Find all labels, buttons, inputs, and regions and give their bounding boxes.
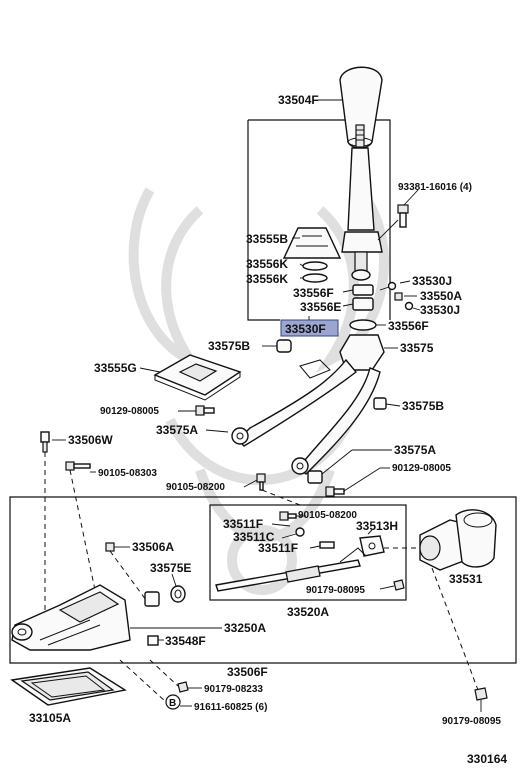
label-bolt-a: 33506A: [132, 540, 174, 554]
label-nut-08233: 90179-08233: [204, 684, 263, 695]
label-gasket-105a: 33105A: [29, 711, 71, 725]
shaft-subframe: [209, 504, 407, 601]
bushing-33575b-left: [276, 339, 292, 353]
nut-33530j-lower: [404, 301, 414, 311]
label-bushing-b-right: 33575B: [402, 399, 444, 413]
cover-33548f: [147, 635, 159, 646]
label-bushing-a-left: 33575A: [156, 423, 198, 437]
bolt-90105-08303: [65, 461, 91, 471]
label-knob: 33504F: [278, 93, 319, 107]
boot-33555b: [282, 227, 342, 259]
shift-shaft-33520a: [215, 547, 367, 592]
label-bolt-60825: 91611-60825 (6): [194, 702, 267, 713]
highlight-box: [280, 319, 339, 337]
bushing-33575b-right: [373, 397, 387, 410]
retainer-33513h: [359, 535, 385, 557]
label-washer-a: 33550A: [420, 289, 462, 303]
pin-33511f-lower: [319, 541, 335, 549]
label-seat-lower: 33556K: [246, 272, 288, 286]
label-bushing-e: 33556E: [300, 300, 341, 314]
label-nut-08095-outer: 90179-08095: [442, 716, 501, 727]
label-clip-c: 33511C: [233, 530, 275, 544]
label-selector-e: 33575E: [150, 561, 191, 575]
shift-lever: [341, 124, 383, 281]
label-nut-j-lower: 33530J: [420, 303, 460, 317]
label-bolt-08005-left: 90129-08005: [100, 406, 159, 417]
bolt-90105-08200-right: [279, 511, 297, 521]
bolt-90129-right: [325, 486, 345, 497]
housing-33531: [419, 509, 497, 571]
label-seat-upper: 33556K: [246, 257, 288, 271]
label-boot-g: 33555G: [94, 361, 137, 375]
label-cable-end-w: 33506W: [68, 433, 113, 447]
label-bolt-08005-right: 90129-08005: [392, 463, 451, 474]
bushing-33556e: [352, 297, 374, 311]
label-cover-548f: 33548F: [165, 634, 206, 648]
lever-housing-33575: [231, 334, 385, 475]
washer-33550a: [394, 292, 403, 301]
bushing-33556f-2: [349, 319, 377, 331]
clip-33511c: [295, 527, 305, 537]
label-retainer-h: 33513H: [356, 519, 398, 533]
label-bolt-08200-left: 90105-08200: [166, 482, 225, 493]
bushing-33575a-right: [307, 470, 323, 484]
label-pin-f-lower: 33511F: [258, 541, 298, 555]
bolt-90129-left: [195, 405, 215, 416]
label-bolt-08200-right: 90105-08200: [298, 510, 357, 521]
bolt-b-badge: [165, 694, 181, 710]
bolt-93381: [397, 204, 409, 228]
label-bolt-b-badge: B: [169, 698, 176, 709]
label-retainer-highlight: 33530F: [285, 322, 326, 336]
nut-90179-08095-inner: [393, 579, 405, 591]
label-shaft-a: 33520A: [287, 605, 329, 619]
seat-33556k-lower: [302, 273, 328, 283]
gasket-33105a: [10, 667, 127, 706]
nut-90179-08095-outer: [474, 687, 488, 701]
label-retainer-250a: 33250A: [224, 621, 266, 635]
upper-frame: [247, 119, 391, 321]
selector-33575e: [144, 585, 186, 607]
label-bolt-08303: 90105-08303: [98, 468, 157, 479]
shift-retainer-33250a: [11, 584, 131, 651]
cable-end-33506w: [40, 431, 50, 453]
label-nut-08095-inner: 90179-08095: [306, 585, 365, 596]
label-boot: 33555B: [246, 232, 288, 246]
bolt-90105-08200-left: [256, 473, 266, 491]
figure-number: 330164: [467, 752, 507, 766]
label-nut-j-upper: 33530J: [412, 274, 452, 288]
boot-plate-33555g: [153, 354, 242, 401]
bolt-33506a: [105, 542, 115, 552]
lower-frame: [9, 496, 517, 664]
label-bushing-b-left: 33575B: [208, 339, 250, 353]
label-shift-lever-bolt: 93381-16016 (4): [398, 182, 472, 193]
label-lever-housing: 33575: [400, 341, 434, 355]
label-bushing-f2: 33556F: [388, 319, 429, 333]
seat-33556k-upper: [302, 261, 328, 271]
label-bushing-f: 33556F: [293, 286, 334, 300]
label-assembly-506f: 33506F: [227, 665, 268, 679]
nut-33530j-upper: [387, 281, 397, 291]
label-bushing-a-right: 33575A: [394, 443, 436, 457]
bushing-33556f: [352, 284, 374, 296]
nut-90179-08233: [177, 681, 189, 693]
label-pin-f-upper: 33511F: [223, 517, 263, 531]
label-housing-331: 33531: [449, 572, 483, 586]
